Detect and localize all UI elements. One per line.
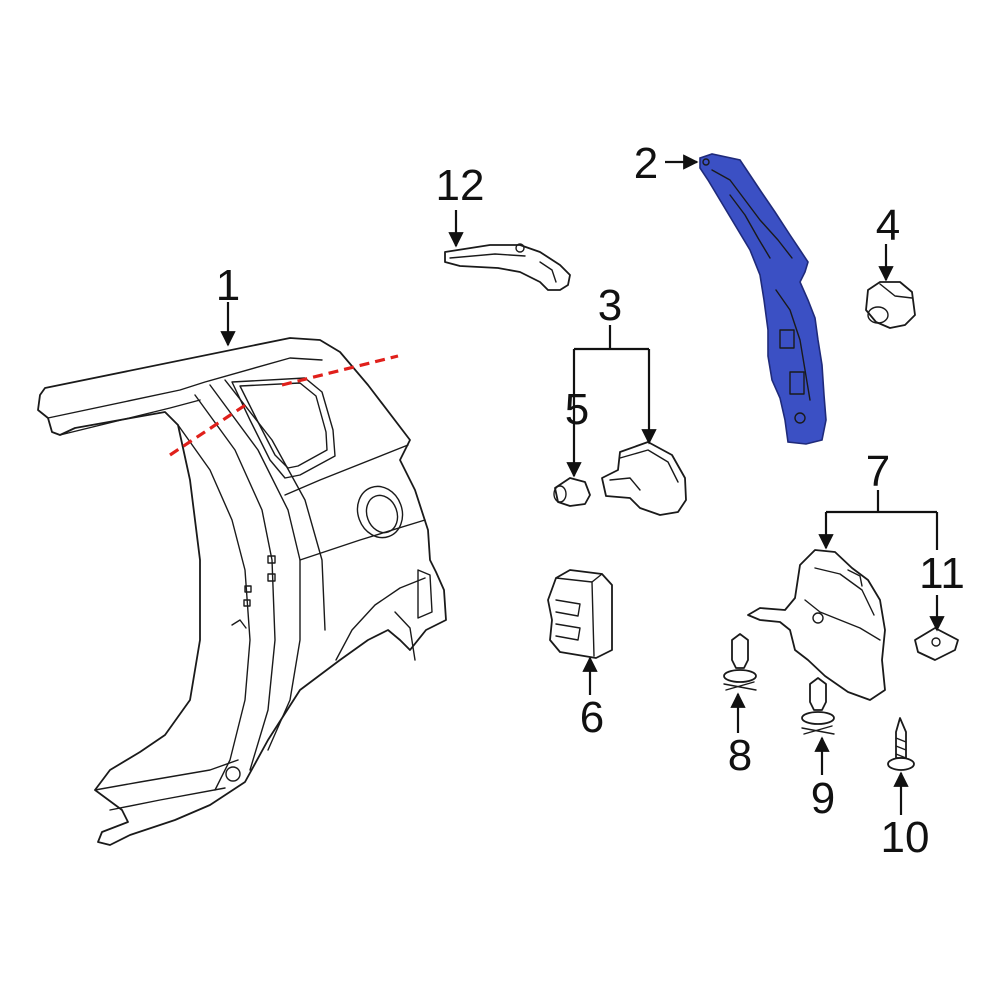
callout-9: 9 [811,774,835,823]
grommet-part-4[interactable] [865,281,916,329]
clip-nut-part-11[interactable] [914,627,959,661]
push-clip-part-8[interactable] [723,633,757,691]
cover-part-3[interactable] [601,441,687,516]
shield-part-7[interactable] [747,549,886,701]
callout-11: 11 [919,549,965,598]
callout-5: 5 [565,385,589,434]
callout-4: 4 [876,201,900,250]
callout-10: 10 [881,813,930,862]
callout-6: 6 [580,693,604,742]
callout-3: 3 [598,281,622,330]
push-clip-part-9[interactable] [801,677,835,735]
plug-part-5[interactable] [553,477,591,507]
bracket-part-12[interactable] [444,243,571,291]
leader-lines [220,154,945,815]
block-part-6[interactable] [547,569,613,659]
callout-1: 1 [216,261,240,310]
callout-labels: 1 2 12 4 3 5 6 7 11 8 9 10 [216,139,965,862]
callout-7: 7 [866,447,890,496]
screw-part-10[interactable] [887,717,915,771]
callout-2: 2 [634,139,658,188]
quarter-panel-part-1[interactable] [37,337,447,846]
callout-12: 12 [436,161,485,210]
callout-8: 8 [728,731,752,780]
reinforcement-part-2[interactable] [699,153,827,445]
